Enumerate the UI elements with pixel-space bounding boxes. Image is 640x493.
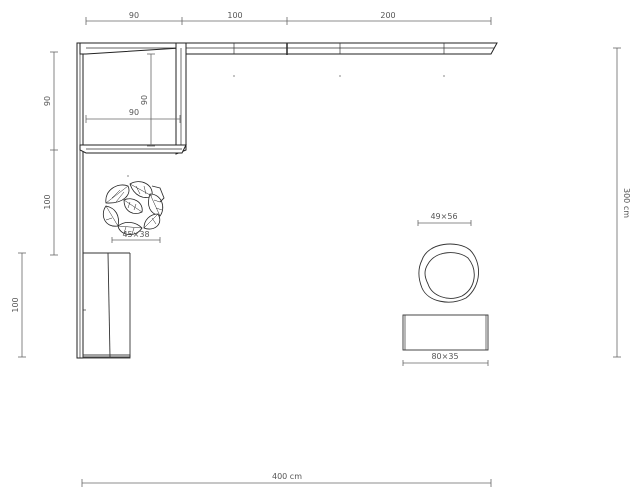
monstera-plant-icon xyxy=(102,175,165,235)
top-beam xyxy=(179,42,498,55)
dim-inner-horizontal: 90 xyxy=(129,108,139,117)
dim-top-c: 200 xyxy=(380,11,395,20)
left-dimension-chain: 90 100 100 xyxy=(11,51,58,358)
dim-top-b: 100 xyxy=(227,11,242,20)
pouf-size-label: 49×56 xyxy=(430,212,457,221)
table-dimension: 80×35 xyxy=(402,352,489,366)
dim-top-a: 90 xyxy=(129,11,139,20)
table-size-label: 80×35 xyxy=(431,352,458,361)
top-dimension-chain: 90 100 200 xyxy=(85,11,492,25)
dim-left-a: 90 xyxy=(43,96,52,106)
right-dimension: 300 cm xyxy=(613,47,631,358)
dim-total-height: 300 cm xyxy=(622,188,631,218)
corner-module-top xyxy=(79,42,181,55)
shelving-system: 90 90 xyxy=(76,42,498,359)
round-pouf-icon xyxy=(418,243,479,303)
pouf-dimension: 49×56 xyxy=(417,212,472,226)
dim-left-b: 100 xyxy=(43,194,52,209)
plant-size-label: 45×38 xyxy=(122,230,149,239)
dim-inner-vertical: 90 xyxy=(140,95,149,105)
dim-total-width: 400 cm xyxy=(272,472,302,481)
plant-dimension: 45×38 xyxy=(111,230,161,243)
side-bench xyxy=(82,252,131,359)
rectangular-table-icon xyxy=(402,314,489,351)
dim-left-c: 100 xyxy=(11,297,20,312)
bottom-dimension: 400 cm xyxy=(81,472,492,487)
